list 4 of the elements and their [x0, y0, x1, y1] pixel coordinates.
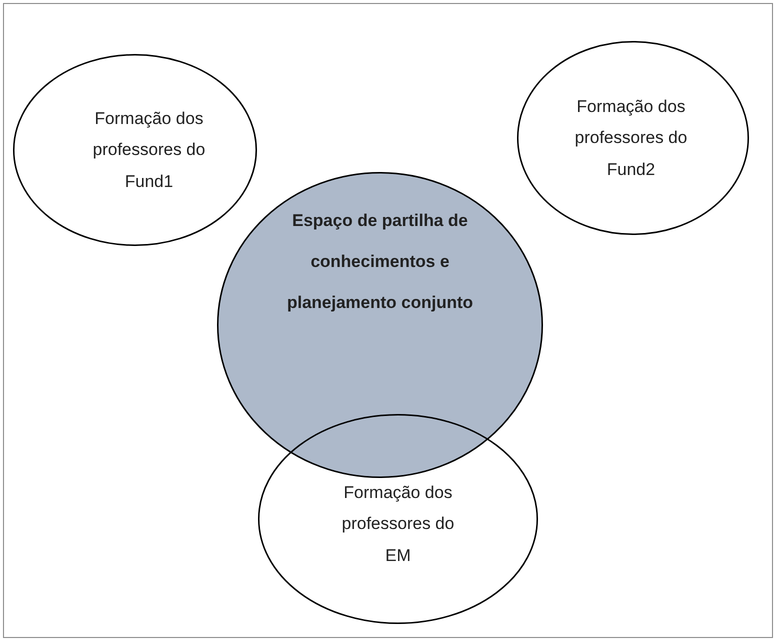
node-label: Espaço de partilha de conhecimentos e planejamento conjunto: [286, 210, 474, 314]
node-label: Formação dos professores do Fund1: [92, 108, 206, 193]
node-label: Formação dos professores do Fund2: [574, 96, 688, 181]
node-label: Formação dos professores do EM: [340, 482, 456, 567]
